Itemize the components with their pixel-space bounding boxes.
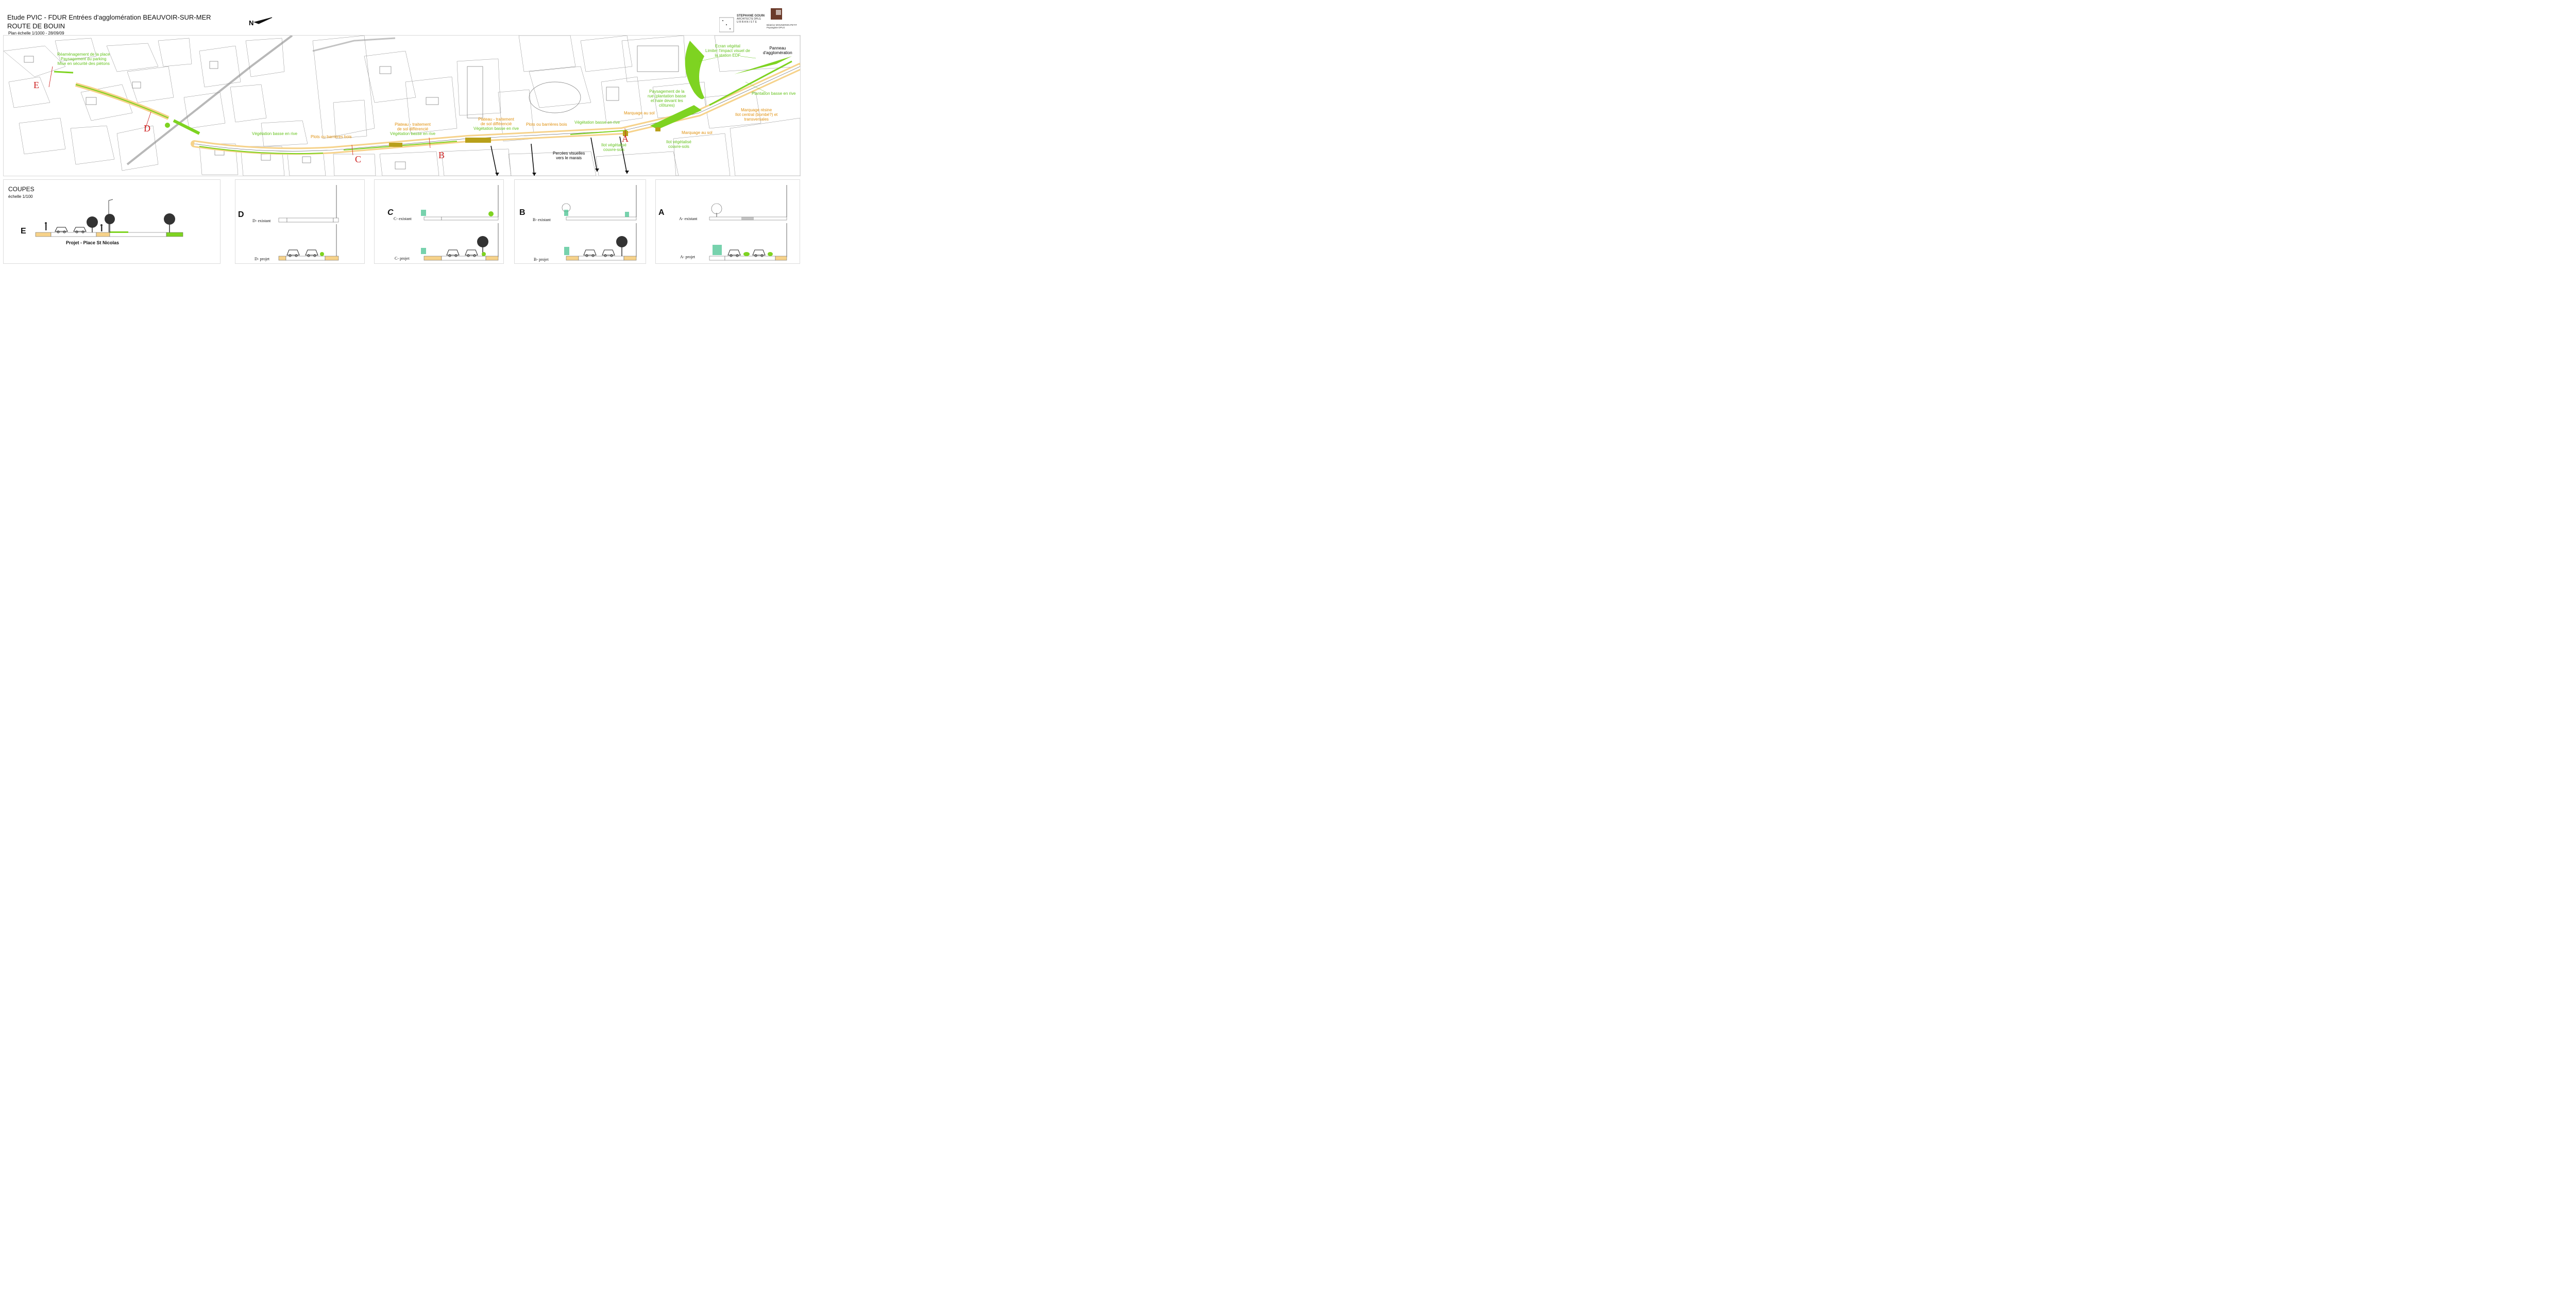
label-reamenagement: Réaménagement de la place Paysagement du… — [57, 52, 110, 66]
coupe-letter-b: B — [519, 208, 526, 217]
coupe-b-existant: B- existant — [533, 217, 551, 222]
label-marquage-resine: Marquage résine Ilot central (bombé?) et… — [735, 108, 778, 122]
logos-block — [719, 8, 802, 34]
plan-drawing — [4, 36, 800, 176]
route-bouin-centerline — [194, 66, 800, 152]
marquage-ilot — [655, 127, 660, 131]
label-plots-left: Plots ou barrières bois — [311, 135, 352, 139]
coupes-title: COUPES — [8, 186, 35, 193]
label-ilot-right: Ilot végétalisé couvre-sols — [666, 140, 691, 149]
coupe-panel-c — [374, 179, 504, 264]
label-panneau: Panneau d'agglomération — [763, 46, 792, 55]
label-plateau-b: Plateau - traitement de sol différencié … — [473, 117, 519, 131]
car-icon — [727, 249, 766, 257]
plantation-basse-rive — [709, 60, 792, 106]
section-cut-lines — [48, 66, 626, 156]
hedge-icon — [421, 210, 426, 216]
ecran-vegetal-east — [734, 56, 792, 74]
coupe-panel-a — [655, 179, 800, 264]
plateau-c — [389, 143, 402, 147]
north-label: N — [249, 19, 253, 27]
site-plan: Réaménagement de la place Paysagement du… — [3, 35, 801, 176]
hedge-icon — [625, 212, 629, 217]
west-street-sidewalk — [75, 82, 170, 120]
roundabout-basin — [529, 81, 581, 113]
coupe-d-existant: D- existant — [252, 219, 271, 223]
north-road — [312, 37, 396, 52]
coupe-caption-e: Projet - Place St Nicolas — [66, 240, 120, 245]
car-icon — [446, 249, 478, 257]
coupe-c-existant: C- existant — [394, 216, 412, 221]
label-marquage-sol-1: Marquage au sol — [624, 111, 655, 115]
coupe-letter-a: A — [658, 208, 665, 217]
coupe-letter-d: D — [238, 210, 244, 219]
urbanist-logo-icon — [719, 17, 734, 32]
car-icon — [55, 227, 87, 233]
urbanist-logo-text: STEPHANE GOUIN ARCHITECTE DPLG U R B A N… — [737, 14, 765, 24]
label-plantation-basse: Plantation basse en rive — [752, 91, 796, 96]
section-marker-b: B — [438, 150, 445, 160]
section-marker-e: E — [33, 80, 39, 90]
label-paysagement-rue: Paysagement de la rue (plantation basse … — [648, 89, 686, 108]
route-bouin-carriageway — [194, 64, 800, 154]
label-ecran-vegetal: Ecran végétal Limiter l'impact visuel de… — [705, 44, 750, 58]
label-marquage-sol-2: Marquage au sol — [682, 130, 713, 135]
ecran-vegetal — [685, 41, 704, 99]
landscape-logo-text: Béatrice MOUNERON-PETIT Paysagiste DPLG — [767, 24, 797, 29]
coupe-b-projet: B- projet — [534, 257, 549, 262]
page-title: Etude PVIC - FDUR Entrées d'agglomératio… — [7, 13, 211, 21]
plateau-b — [465, 138, 491, 143]
coupe-a-projet: A- projet — [680, 255, 696, 259]
coupe-c-projet: C- projet — [395, 256, 410, 261]
section-marker-d: D — [144, 123, 150, 133]
label-percees-visuelles: Percées visuelles vers le marais — [553, 151, 585, 160]
coupe-a-existant: A- existant — [679, 216, 698, 221]
north-arrow-icon: N — [247, 16, 274, 30]
cadastre-parcels — [4, 36, 800, 176]
coupes-scale: échelle 1/100 — [8, 194, 33, 199]
pedestrian-icon — [45, 222, 103, 231]
corner-planting — [173, 119, 200, 135]
coupe-letter-e: E — [21, 227, 26, 236]
cross-road — [126, 36, 293, 165]
label-veg-basse-left: Végétation basse en rive — [252, 131, 298, 136]
section-marker-a: A — [622, 133, 629, 144]
west-street-planting — [75, 84, 169, 119]
percees-visuelles-arrows — [490, 136, 628, 176]
coupe-d-projet: D- projet — [255, 257, 270, 261]
label-plateau-c: Plateau - traitement de sol différencié … — [390, 122, 436, 136]
tree-icon — [711, 203, 722, 214]
shrub-icon — [320, 252, 324, 256]
label-ilot-a: Ilot végétalisé couvre-sols — [601, 143, 626, 152]
shrub-icon — [743, 252, 750, 256]
scale-note: Plan échelle 1/1000 - 28/09/09 — [8, 31, 64, 36]
sidewalk-left — [35, 232, 52, 237]
roundabout-tree — [165, 123, 170, 128]
tree-icon — [477, 236, 488, 247]
coupe-panel-b — [514, 179, 646, 264]
label-veg-basse-right: Végétation basse en rive — [574, 120, 620, 125]
car-icon — [583, 249, 615, 257]
shrub-icon — [488, 211, 494, 216]
leader-lines — [699, 56, 767, 93]
tree-icon — [87, 213, 175, 232]
coupe-letter-c: C — [387, 208, 394, 217]
arrowheads — [495, 169, 629, 176]
building-outlines — [24, 45, 679, 170]
section-marker-c: C — [355, 154, 362, 164]
coupe-panel-d — [235, 179, 365, 264]
coupe-panel-e — [3, 179, 221, 264]
rive-planting-left — [199, 146, 324, 155]
car-icon — [286, 249, 318, 257]
hedge-icon — [713, 245, 722, 255]
label-plots-right: Plots ou barrières bois — [526, 122, 567, 127]
rive-planting-right — [570, 130, 628, 135]
page-subtitle: ROUTE DE BOUIN — [7, 22, 65, 30]
hatched-strip — [741, 217, 754, 220]
parking-planting — [54, 71, 74, 74]
paysagement-rue-bed — [650, 105, 702, 129]
tree-icon — [616, 236, 628, 247]
